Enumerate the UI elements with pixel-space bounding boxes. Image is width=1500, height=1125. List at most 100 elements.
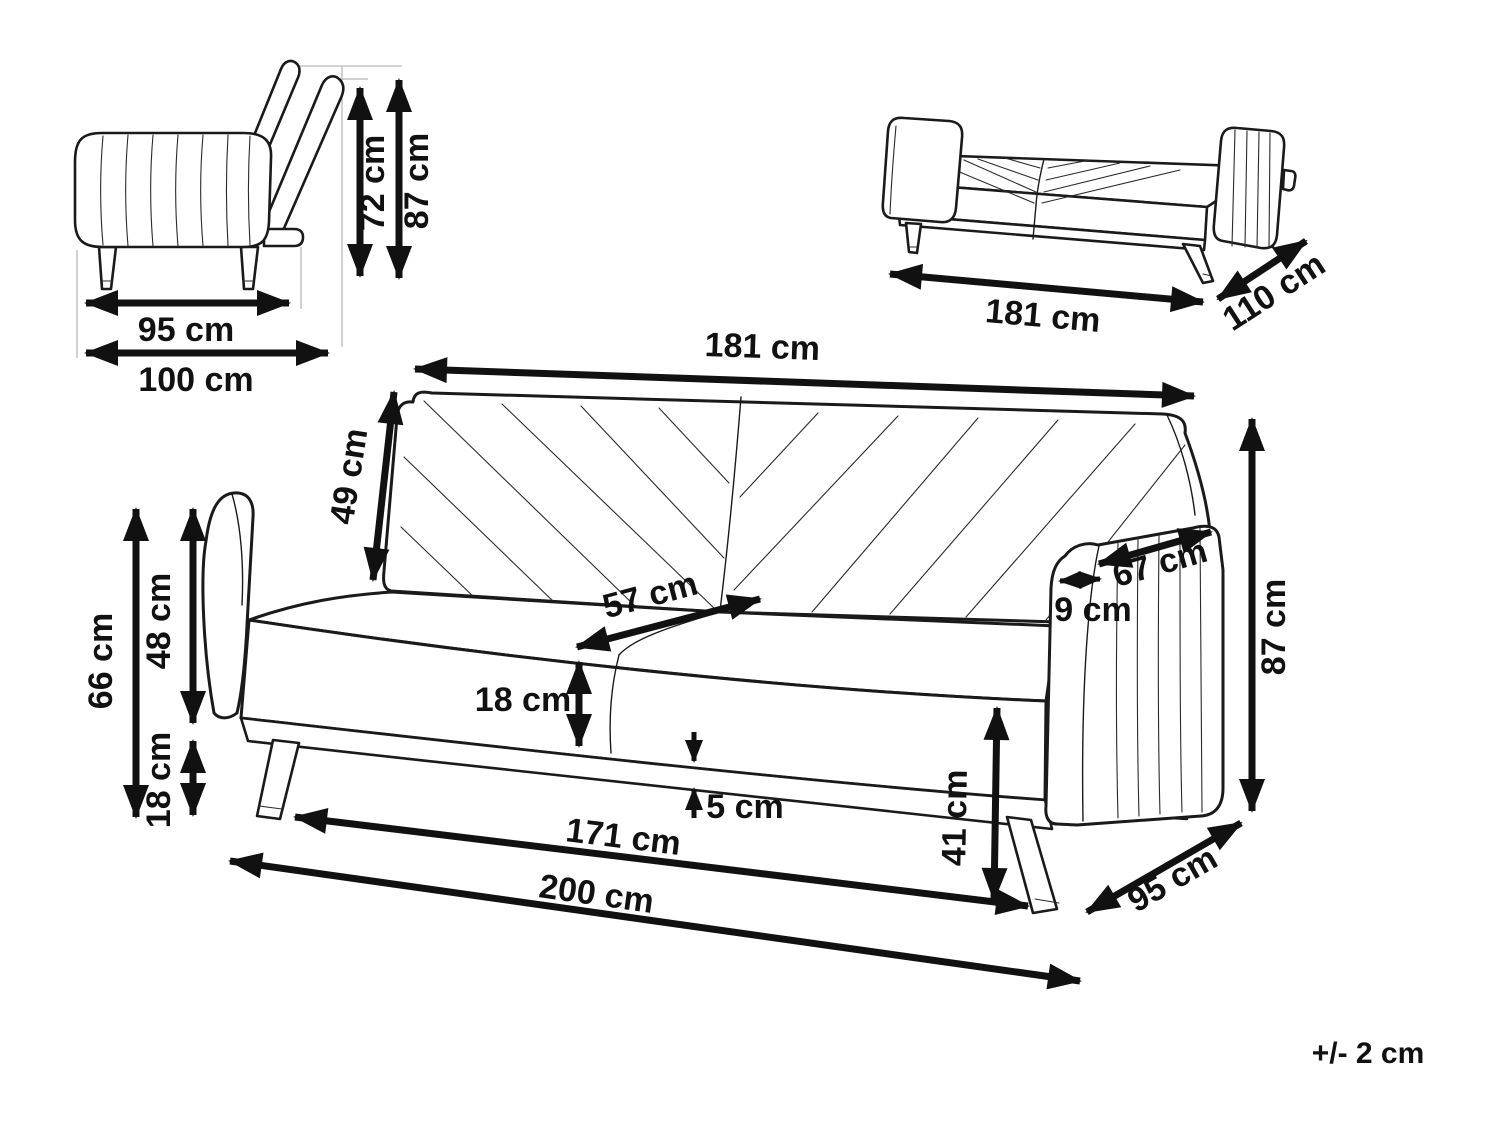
bed-chevron [1041,169,1181,204]
backrest-chevron [580,405,725,559]
dim-label: 18 cm [140,732,178,828]
dim-main-width: 181 cm [413,326,1196,408]
bed-left-armrest [881,116,964,224]
dim-arrow [888,263,1205,313]
dim-label: 87 cm [398,133,436,229]
bed-armrest-channel [1231,129,1236,247]
dim-main-armrest-height-upper: 48 cm [140,507,206,725]
backrest-side-seam [1166,414,1196,516]
backrest-chevron [965,423,1136,618]
backrest-chevron [889,419,1059,615]
side-backrest-upright [249,59,301,156]
cushion-divider-front [609,654,620,754]
bed-right-armrest [1212,126,1286,250]
dim-label: 181 cm [984,292,1102,340]
backrest-chevron [400,526,478,601]
armrest-channel [1179,530,1183,813]
backrest-chevron [739,412,819,498]
side-stitch [225,134,229,247]
front-left-leg [255,738,301,821]
dim-label: 95 cm [1121,839,1223,920]
dim-label: 18 cm [475,681,571,719]
side-rear-leg [239,245,260,291]
dim-label: 5 cm [706,788,784,826]
bed-center-seam [1035,158,1045,206]
dim-label: 200 cm [537,867,656,921]
side-view: 95 cm 100 cm 72 cm 87 cm [73,59,436,399]
dim-label: 87 cm [1255,579,1293,675]
dim-side-upright-height: 87 cm [386,78,436,280]
dim-arrow [575,594,762,652]
side-body [73,131,273,249]
dim-main-cushion-thickness: 18 cm [475,660,592,748]
side-stitch [175,134,179,247]
armrest-channel [1157,534,1161,815]
bed-left-armrest-edge [889,125,897,215]
right-armrest-cap-seam [1081,545,1100,822]
main-view: 181 cm 49 cm 57 cm 18 cm 5 cm 171 cm 200… [82,326,1293,990]
dim-label: 95 cm [138,311,234,349]
left-armrest-seam [231,493,244,606]
armrest-channel [1115,541,1119,819]
leg-cap [258,805,283,810]
dim-main-depth: 95 cm [1085,819,1243,920]
bed-chevron [1045,162,1121,181]
dim-arrow [1085,819,1243,916]
bed-armrest-channel [1244,130,1248,248]
dim-main-backrest-height: 49 cm [323,390,404,582]
backrest-chevron [501,403,717,611]
side-backrest-reclined [259,75,345,244]
base-rail [239,716,1054,831]
dim-label: 9 cm [1054,591,1132,629]
bed-chevron [977,158,1039,181]
dim-label: 49 cm [323,426,376,527]
dim-label: 72 cm [354,135,392,231]
dim-arrow [228,852,1082,990]
bed-chevron [1004,157,1041,169]
front-right-leg [1005,815,1059,915]
dim-arrow [1216,238,1308,302]
bed-chevron [949,167,1035,204]
dim-main-armrest-height-total: 66 cm [82,507,149,819]
bed-chevron [963,159,1037,193]
side-stitch [200,134,204,247]
dim-arrow [1058,570,1102,590]
backrest-chevron [403,456,557,605]
dim-bed-depth: 110 cm [1216,238,1332,339]
dim-arrow [363,390,404,582]
bed-chevron [1047,159,1091,169]
bed-chevron [1043,165,1151,193]
backrest-chevron [811,417,979,613]
dim-side-seat-depth: 95 cm [84,290,291,349]
dim-label: 181 cm [704,326,821,368]
side-stitch [247,135,251,246]
dim-arrow [413,357,1196,408]
bed-rail [897,213,1207,252]
dim-main-leg-span: 171 cm [293,807,1030,916]
bed-center-seam-front [1032,204,1037,240]
side-stitch [150,134,154,247]
side-stitch [100,135,104,246]
backrest-chevron [658,407,730,484]
dim-label: 48 cm [140,573,178,669]
side-front-leg [97,245,118,291]
side-stitch [125,134,129,247]
side-seat-bar [262,227,305,248]
bed-armrest-channel [1256,131,1260,249]
dim-main-total-length: 200 cm [228,852,1082,990]
dim-main-base-height: 18 cm [140,732,206,828]
bed-front-right-leg [1181,242,1215,285]
dim-main-seat-height: 41 cm [935,706,1010,902]
bed-view: 181 cm 110 cm [881,116,1332,340]
dim-label: 100 cm [138,361,253,399]
dim-side-reclined-height: 72 cm [347,86,392,278]
backrest-center-seam [719,396,742,612]
bed-latch-knob [1281,168,1297,192]
bed-front-left-leg [904,221,923,255]
dim-main-total-height: 87 cm [1239,417,1293,813]
dim-side-total-depth: 100 cm [84,340,330,399]
backrest-chevron [733,415,899,591]
dim-arrow [1097,528,1213,568]
